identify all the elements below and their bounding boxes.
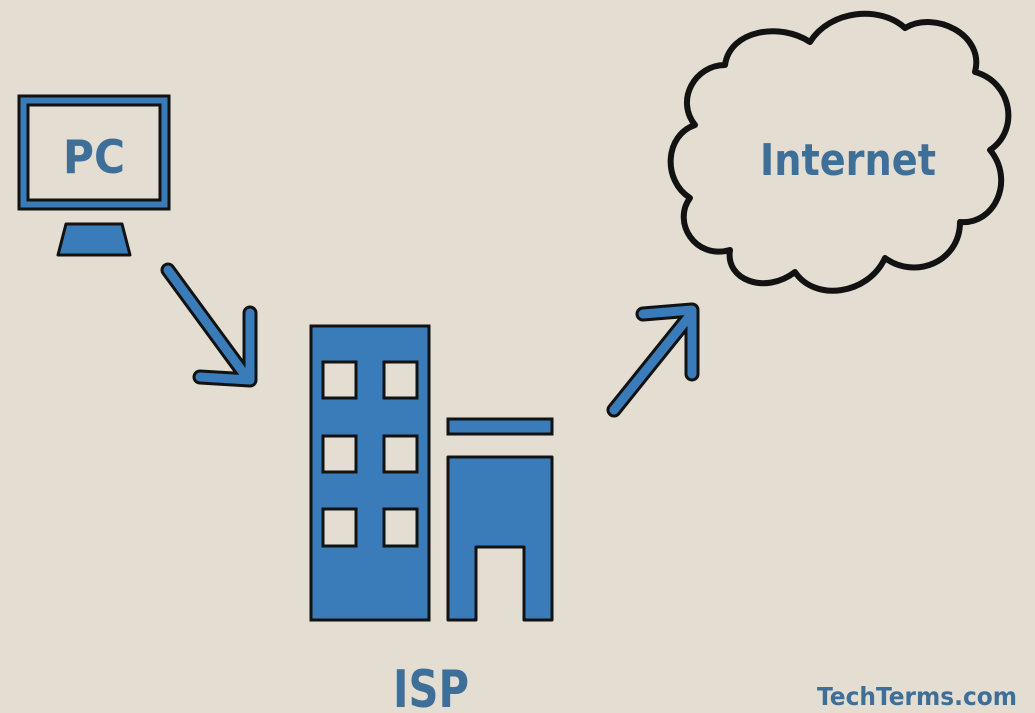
internet-node: Internet <box>667 10 1012 294</box>
isp-node: ISP <box>309 324 554 713</box>
cloud-icon <box>667 10 1012 294</box>
arrow-isp-to-internet <box>606 302 700 418</box>
pc-label: PC <box>63 130 125 184</box>
isp-label: ISP <box>393 660 469 713</box>
credit-text: TechTerms.com <box>817 682 1017 711</box>
arrow-pc-to-isp <box>160 262 258 388</box>
monitor-icon <box>17 94 171 257</box>
building-windows <box>321 360 419 548</box>
pc-node: PC <box>17 94 171 257</box>
internet-label: Internet <box>760 135 936 186</box>
building-icon <box>309 324 554 622</box>
